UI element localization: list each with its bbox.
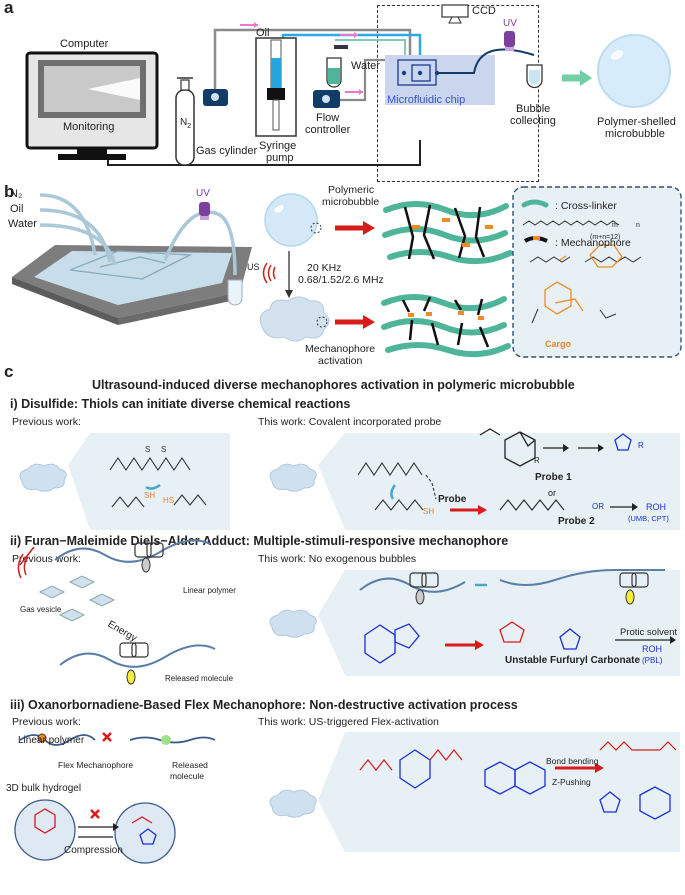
label-b-uv: UV xyxy=(196,188,210,199)
label-oil: Oil xyxy=(256,27,270,39)
label-b-water: Water xyxy=(8,218,37,230)
panel-a-label: a xyxy=(4,0,14,17)
label-or: or xyxy=(548,488,557,498)
label-linear-polymer-ii: Linear polymer xyxy=(183,586,236,595)
label-released-2: molecule xyxy=(170,771,205,781)
label-bond-bending: Bond bending xyxy=(546,756,599,766)
legend-m: m xyxy=(612,222,618,229)
label-polymeric: Polymeric xyxy=(328,184,375,196)
label-mechanophore-activation-1: Mechanophore xyxy=(305,343,376,355)
section-iii-previous: Previous work: xyxy=(12,716,81,728)
label-unstable-furfuryl: Unstable Furfuryl Carbonate xyxy=(505,655,641,666)
label-roh-ii: ROH xyxy=(642,644,662,654)
computer-icon xyxy=(25,51,159,160)
label-pbl: (PBL) xyxy=(642,656,663,665)
gas-cylinder-icon xyxy=(175,77,195,166)
label-r-probe1: R xyxy=(534,456,540,465)
section-ii-previous: Previous work: xyxy=(12,553,81,565)
label-gas-cylinder: Gas cylinder xyxy=(196,145,258,157)
label-b-n2: N₂ xyxy=(10,188,23,200)
label-water: Water xyxy=(351,60,380,72)
section-i-this-box xyxy=(345,433,680,530)
panel-b-drawing xyxy=(12,186,682,358)
section-i-prev-box xyxy=(90,433,230,530)
section-i-previous: Previous work: xyxy=(12,416,81,428)
panel-c-title: Ultrasound-induced diverse mechanophores… xyxy=(92,378,575,392)
section-iii-this-box xyxy=(345,732,680,852)
panel-a-drawing xyxy=(25,4,671,166)
section-i-title: i) Disulfide: Thiols can initiate divers… xyxy=(10,397,351,411)
label-gas-vesicle: Gas vesicle xyxy=(20,605,62,614)
label-linear-polymer-iii: Linear polymer xyxy=(18,735,85,746)
label-n2: N2 xyxy=(180,117,192,130)
label-monitoring: Monitoring xyxy=(63,121,115,133)
label-controller: controller xyxy=(305,124,351,136)
legend-cargo: Cargo xyxy=(545,339,572,349)
label-us: US xyxy=(247,262,260,272)
section-iii-title: iii) Oxanorbornadiene-Based Flex Mechano… xyxy=(10,698,518,712)
label-probe-2: Probe 2 xyxy=(558,516,595,527)
panel-b-label: b xyxy=(4,182,15,201)
label-flow: Flow xyxy=(316,112,340,124)
label-syringe: Syringe xyxy=(259,140,297,152)
label-z-pushing: Z-Pushing xyxy=(552,777,591,787)
section-i-this-work: This work: Covalent incorporated probe xyxy=(258,416,442,428)
label-released-molecule-ii: Released molecule xyxy=(165,674,234,683)
legend-n: n xyxy=(636,222,640,229)
label-or-group: OR xyxy=(592,502,604,511)
label-probe-1: Probe 1 xyxy=(535,472,572,483)
label-bubble: Bubble xyxy=(516,103,551,115)
label-uv: UV xyxy=(503,18,517,29)
svg-text:S: S xyxy=(161,445,166,454)
label-microbubble-b: microbubble xyxy=(322,196,380,208)
panel-c-label: c xyxy=(4,362,14,381)
section-ii-title: ii) Furan−Maleimide Diels−Alder Adduct: … xyxy=(10,534,509,548)
label-mechanophore-activation-2: activation xyxy=(318,355,363,367)
label-sh-prev: SH xyxy=(144,491,156,500)
label-collecting: collecting xyxy=(510,115,556,127)
label-polymer-shelled: Polymer-shelled xyxy=(597,116,676,128)
label-released-1: Released xyxy=(172,760,208,770)
label-microbubble: microbubble xyxy=(605,128,665,140)
label-protic-solvent: Protic solvent xyxy=(620,627,678,638)
label-pump: pump xyxy=(266,152,294,164)
panel-c-drawing: S S xyxy=(14,428,677,864)
section-iii-this-work: This work: US-triggered Flex-activation xyxy=(258,716,439,728)
label-roh-i: ROH xyxy=(646,502,666,512)
label-b-oil: Oil xyxy=(10,203,24,215)
label-flex-mechanophore: Flex Mechanophore xyxy=(58,760,134,770)
label-ccd: CCD xyxy=(472,5,496,17)
label-freq-mhz: 0.68/1.52/2.6 MHz xyxy=(298,274,384,286)
legend-mechanophore: : Mechanophore xyxy=(555,237,631,249)
label-r-furan: R xyxy=(638,441,644,450)
label-bulk-hydrogel: 3D bulk hydrogel xyxy=(6,783,82,794)
label-umb-cpt: (UMB, CPT) xyxy=(628,514,669,523)
svg-text:S: S xyxy=(145,445,150,454)
label-computer: Computer xyxy=(60,38,109,50)
label-hs-prev: HS xyxy=(163,496,175,505)
section-ii-this-work: This work: No exogenous bubbles xyxy=(258,553,417,565)
label-probe: Probe xyxy=(438,494,467,505)
legend-mn: (m+n=12) xyxy=(590,234,621,241)
label-freq-20khz: 20 KHz xyxy=(307,262,342,274)
syringe-pump-icon xyxy=(255,37,297,137)
label-microfluidic-chip: Microfluidic chip xyxy=(387,94,466,106)
legend-cross-linker: : Cross-linker xyxy=(555,200,617,212)
label-sh-this: SH xyxy=(423,507,435,516)
label-compression: Compression xyxy=(64,845,123,856)
